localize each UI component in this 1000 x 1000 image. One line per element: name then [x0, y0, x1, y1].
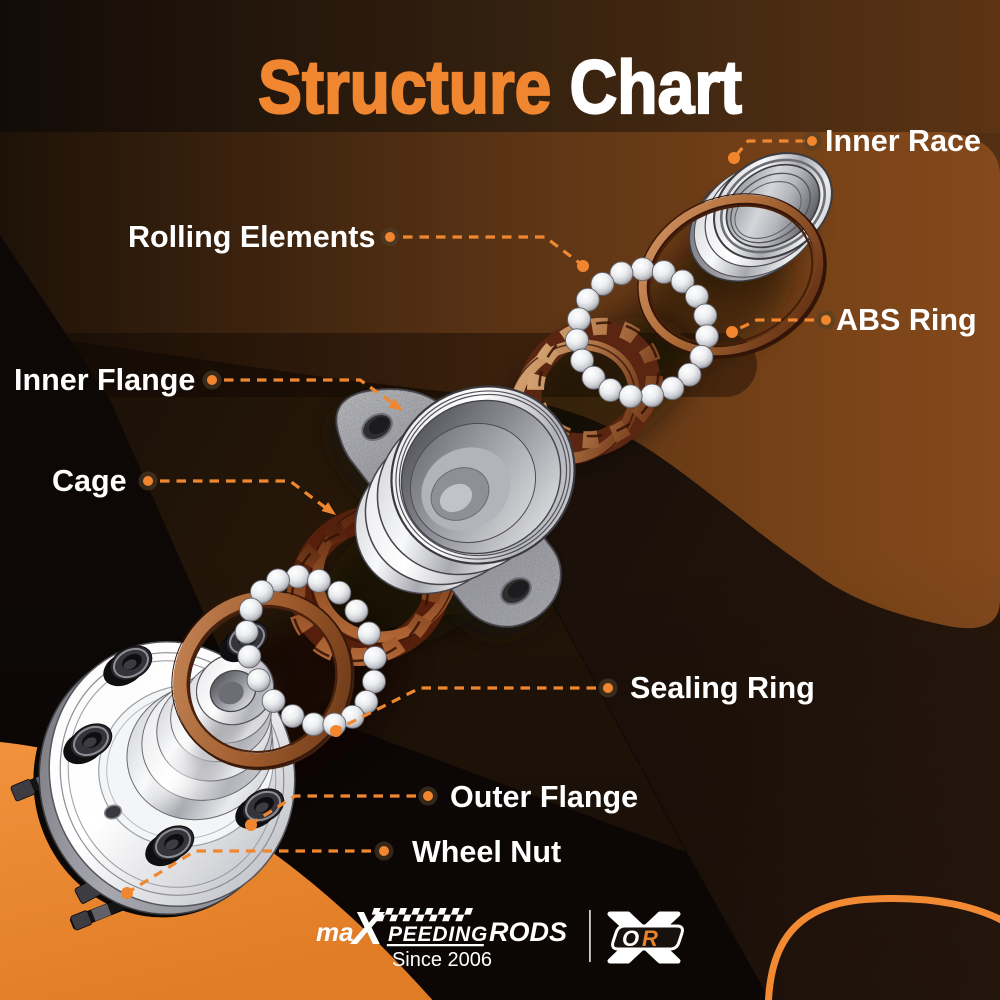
svg-text:O: O — [622, 926, 639, 951]
svg-text:RODS: RODS — [489, 917, 567, 947]
svg-text:Inner Race: Inner Race — [825, 124, 981, 158]
svg-text:Inner Flange: Inner Flange — [14, 363, 195, 397]
svg-text:ABS Ring: ABS Ring — [836, 303, 977, 337]
svg-text:R: R — [642, 926, 658, 951]
svg-text:Outer Flange: Outer Flange — [450, 780, 638, 814]
svg-text:PEEDING: PEEDING — [388, 923, 488, 946]
svg-text:Rolling Elements: Rolling Elements — [128, 220, 375, 254]
svg-text:Wheel Nut: Wheel Nut — [412, 835, 561, 869]
svg-text:Structure Chart: Structure Chart — [258, 45, 742, 129]
svg-text:Cage: Cage — [52, 464, 127, 498]
svg-text:Sealing Ring: Sealing Ring — [630, 671, 815, 705]
svg-text:Since 2006: Since 2006 — [392, 949, 492, 971]
svg-text:ma: ma — [316, 917, 354, 947]
svg-text:X: X — [349, 902, 385, 954]
